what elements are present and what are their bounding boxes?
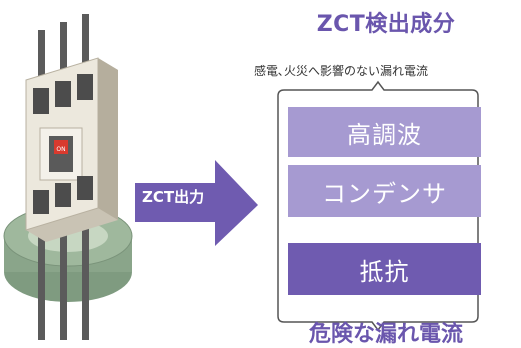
component-capacitor: コンデンサ: [288, 165, 481, 217]
breaker-switch-label: ON: [56, 146, 65, 153]
main-title: ZCT検出成分: [316, 12, 456, 37]
component-resistance: 抵抗: [288, 243, 481, 295]
bracket: [277, 80, 479, 332]
arrow-label: ZCT出力: [142, 188, 205, 206]
conductor-bars: [38, 14, 89, 340]
component-label: 高調波: [347, 120, 422, 149]
breaker: [25, 57, 118, 242]
component-harmonics: 高調波: [288, 107, 481, 157]
component-label: コンデンサ: [322, 179, 447, 208]
bottom-title: 危険な漏れ電流: [308, 322, 463, 347]
breaker-switch: [54, 140, 68, 154]
component-label: 抵抗: [359, 257, 410, 286]
output-arrow: [135, 160, 258, 246]
subtitle: 感電､火災へ影響のない漏れ電流: [254, 64, 429, 78]
